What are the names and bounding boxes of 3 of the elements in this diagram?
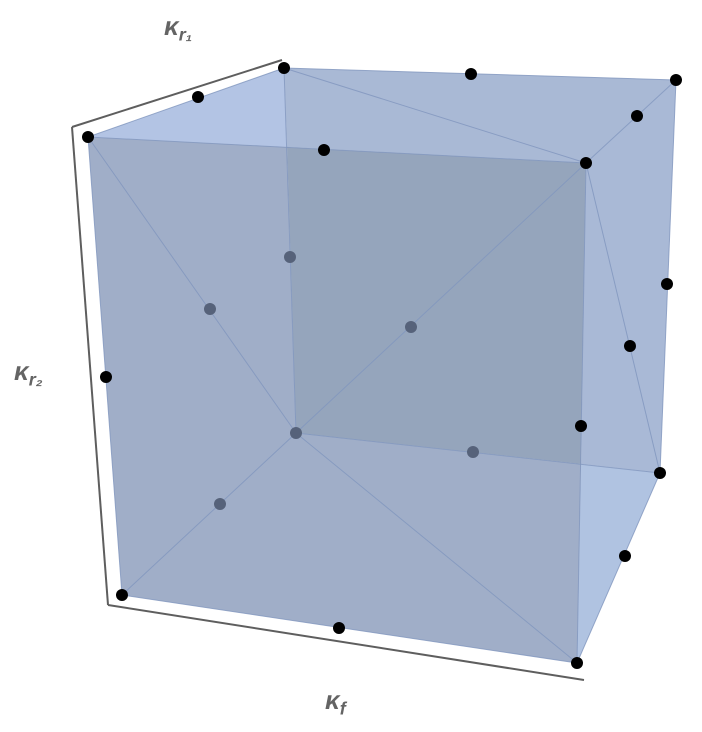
axis-label: κ$_{r₁}$ xyxy=(164,13,192,44)
axis-label: κ$_{r₂}$ xyxy=(14,358,43,388)
axis-label: κ$_{f}$ xyxy=(325,687,346,718)
